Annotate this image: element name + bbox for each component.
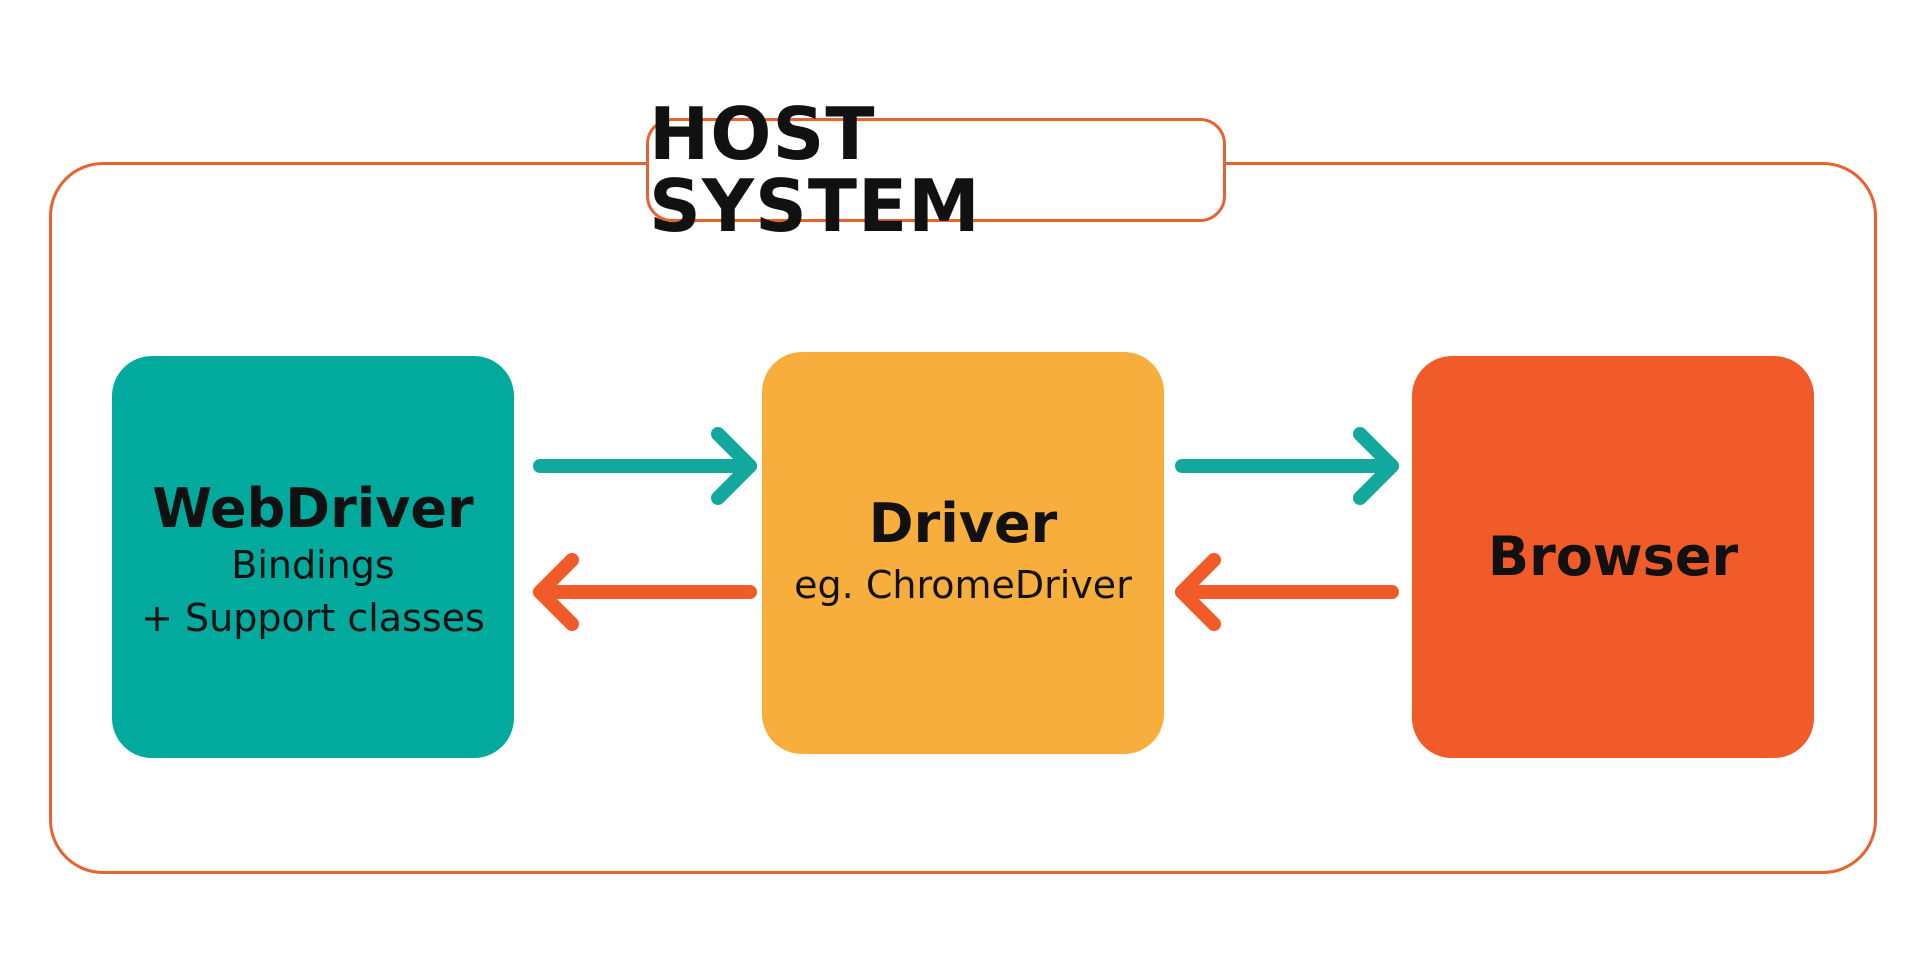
host-system-title: HOST SYSTEM	[649, 92, 981, 248]
driver-example-label: eg. ChromeDriver	[794, 563, 1132, 608]
driver-box: Driver eg. ChromeDriver	[762, 352, 1164, 754]
driver-title: Driver	[868, 491, 1058, 555]
webdriver-title: WebDriver	[152, 477, 474, 541]
browser-box: Browser	[1412, 356, 1814, 758]
browser-title: Browser	[1487, 525, 1739, 589]
webdriver-support-classes-label: + Support classes	[141, 595, 485, 640]
webdriver-box: WebDriver Bindings + Support classes	[112, 356, 514, 758]
host-system-title-box: HOST SYSTEM	[646, 98, 1226, 242]
webdriver-bindings-label: Bindings	[231, 542, 395, 587]
